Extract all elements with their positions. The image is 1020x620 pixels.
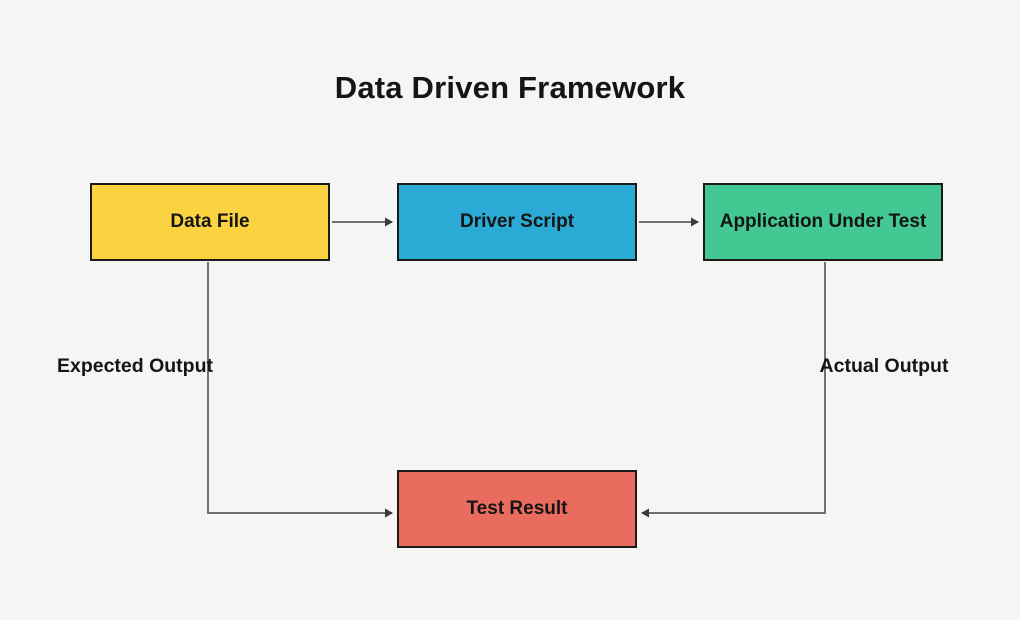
node-driver-script-label: Driver Script	[459, 210, 575, 232]
node-driver-script: Driver Script	[397, 183, 637, 261]
node-data-file-label: Data File	[170, 210, 250, 232]
edge-datafile-to-testresult	[207, 262, 393, 518]
node-application-under-test-label: Application Under Test	[719, 210, 927, 232]
edge-aut-to-testresult	[641, 262, 826, 518]
node-test-result: Test Result	[397, 470, 637, 548]
node-data-file: Data File	[90, 183, 330, 261]
edge-label-expected-output: Expected Output	[56, 355, 213, 377]
edge-label-actual-output: Actual Output	[819, 355, 949, 377]
node-test-result-label: Test Result	[466, 497, 568, 519]
node-application-under-test: Application Under Test	[703, 183, 943, 261]
diagram-title: Data Driven Framework	[334, 70, 686, 105]
